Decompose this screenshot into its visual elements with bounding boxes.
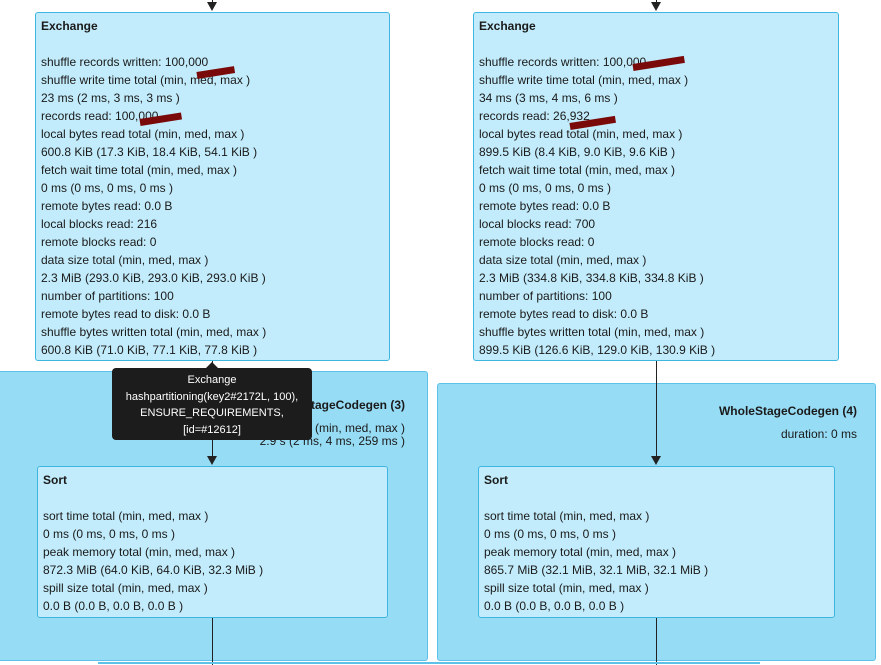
metric-line: 0 ms (0 ms, 0 ms, 0 ms ) xyxy=(484,527,617,541)
metric-line: shuffle records written: 100,000 xyxy=(479,55,647,69)
metric-line: sort time total (min, med, max ) xyxy=(43,509,209,523)
metric-line: remote bytes read to disk: 0.0 B xyxy=(41,307,211,321)
metric-line: fetch wait time total (min, med, max ) xyxy=(41,163,238,177)
metric-line: 0.0 B (0.0 B, 0.0 B, 0.0 B ) xyxy=(43,599,184,613)
metric-line: peak memory total (min, med, max ) xyxy=(484,545,677,559)
metric-line: shuffle records written: 100,000 xyxy=(41,55,209,69)
metric-line: 0.0 B (0.0 B, 0.0 B, 0.0 B ) xyxy=(484,599,625,613)
metric-line: local blocks read: 700 xyxy=(479,217,596,231)
metric-line: 600.8 KiB (17.3 KiB, 18.4 KiB, 54.1 KiB … xyxy=(41,145,258,159)
metric-line: remote blocks read: 0 xyxy=(479,235,595,249)
exchange-title-right: Exchange xyxy=(479,19,536,33)
metric-line: shuffle write time total (min, med, max … xyxy=(479,73,689,87)
metric-line: remote bytes read: 0.0 B xyxy=(479,199,611,213)
arrow-top-left xyxy=(207,2,217,11)
metric-line: 899.5 KiB (126.6 KiB, 129.0 KiB, 130.9 K… xyxy=(479,343,716,357)
next-node-edge xyxy=(98,662,760,664)
exchange-title-left: Exchange xyxy=(41,19,98,33)
metric-line: 872.3 MiB (64.0 KiB, 64.0 KiB, 32.3 MiB … xyxy=(43,563,264,577)
stage-duration-right: duration: 0 ms xyxy=(780,427,857,441)
metric-line: peak memory total (min, med, max ) xyxy=(43,545,236,559)
tooltip-line: ENSURE_REQUIREMENTS, xyxy=(140,407,284,419)
tooltip-line: Exchange xyxy=(187,374,237,386)
tooltip-caret xyxy=(206,362,218,368)
metric-line: local bytes read total (min, med, max ) xyxy=(41,127,245,141)
metric-line: shuffle bytes written total (min, med, m… xyxy=(479,325,705,339)
metric-line: shuffle bytes written total (min, med, m… xyxy=(41,325,267,339)
arrow-top-right xyxy=(651,2,661,11)
metric-line: 34 ms (3 ms, 4 ms, 6 ms ) xyxy=(479,91,618,105)
edge-exchange-to-sort-right xyxy=(656,361,657,458)
metric-line: number of partitions: 100 xyxy=(41,289,174,303)
metric-line: 0 ms (0 ms, 0 ms, 0 ms ) xyxy=(479,181,612,195)
metric-line: 2.3 MiB (334.8 KiB, 334.8 KiB, 334.8 KiB… xyxy=(479,271,704,285)
metric-line: 0 ms (0 ms, 0 ms, 0 ms ) xyxy=(43,527,176,541)
metric-line: 865.7 MiB (32.1 MiB, 32.1 MiB, 32.1 MiB … xyxy=(484,563,709,577)
tooltip-line: hashpartitioning(key2#2172L, 100), xyxy=(125,390,299,403)
metric-line: records read: 26,932 xyxy=(479,109,590,123)
metric-line: spill size total (min, med, max ) xyxy=(43,581,208,595)
metric-line: sort time total (min, med, max ) xyxy=(484,509,650,523)
metric-line: data size total (min, med, max ) xyxy=(41,253,209,267)
edge-bottom-right xyxy=(656,618,657,665)
stage-title-right: WholeStageCodegen (4) xyxy=(718,404,857,418)
sort-title-right: Sort xyxy=(484,473,508,487)
metric-line: 23 ms (2 ms, 3 ms, 3 ms ) xyxy=(41,91,180,105)
metric-line: remote bytes read to disk: 0.0 B xyxy=(479,307,649,321)
metric-line: 0 ms (0 ms, 0 ms, 0 ms ) xyxy=(41,181,174,195)
sort-node-right[interactable]: Sort sort time total (min, med, max ) 0 … xyxy=(478,466,835,618)
metric-line: local bytes read total (min, med, max ) xyxy=(479,127,683,141)
exchange-node-left[interactable]: Exchange shuffle records written: 100,00… xyxy=(35,12,390,361)
metric-line: 2.3 MiB (293.0 KiB, 293.0 KiB, 293.0 KiB… xyxy=(41,271,266,285)
metric-line: remote bytes read: 0.0 B xyxy=(41,199,173,213)
metric-line: data size total (min, med, max ) xyxy=(479,253,647,267)
metric-line: fetch wait time total (min, med, max ) xyxy=(479,163,676,177)
metric-line: 899.5 KiB (8.4 KiB, 9.0 KiB, 9.6 KiB ) xyxy=(479,145,676,159)
metric-line: records read: 100,000 xyxy=(41,109,159,123)
tooltip-line: [id=#12612] xyxy=(183,423,241,436)
metric-line: remote blocks read: 0 xyxy=(41,235,157,249)
edge-bottom-left xyxy=(212,618,213,665)
exchange-node-right[interactable]: Exchange shuffle records written: 100,00… xyxy=(473,12,839,361)
metric-line: number of partitions: 100 xyxy=(479,289,612,303)
sort-node-left[interactable]: Sort sort time total (min, med, max ) 0 … xyxy=(37,466,388,618)
exchange-tooltip: Exchange hashpartitioning(key2#2172L, 10… xyxy=(112,368,312,440)
metric-line: spill size total (min, med, max ) xyxy=(484,581,649,595)
arrow-exchange-to-sort-right xyxy=(651,456,661,465)
metric-line: 600.8 KiB (71.0 KiB, 77.1 KiB, 77.8 KiB … xyxy=(41,343,258,357)
arrow-exchange-to-sort-left xyxy=(207,456,217,465)
sort-title-left: Sort xyxy=(43,473,67,487)
metric-line: local blocks read: 216 xyxy=(41,217,158,231)
